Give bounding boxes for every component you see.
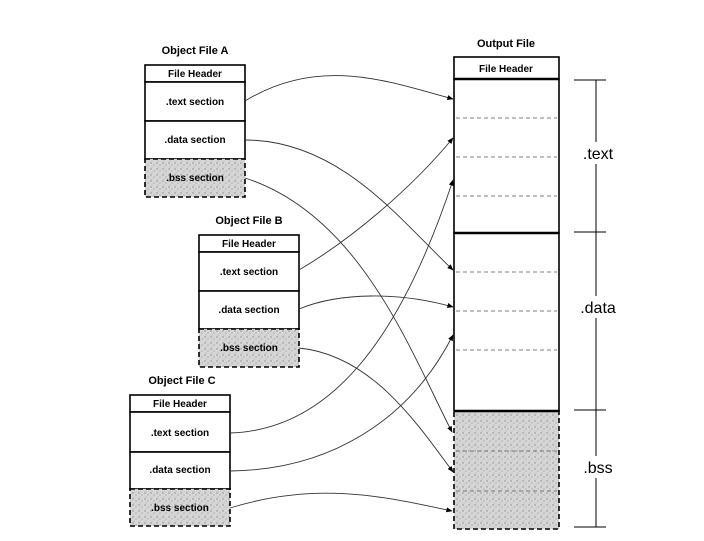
arrow-b-text: [298, 137, 454, 271]
object-file-c: Object File C File Header .text section …: [129, 375, 231, 527]
object-file-a-text-label: .text section: [166, 97, 224, 108]
object-file-b-bss-section: [198, 328, 300, 368]
object-file-c-title: Object File C: [148, 375, 215, 387]
data-bracket: [574, 232, 606, 411]
arrow-c-bss: [229, 492, 453, 513]
object-file-a: Object File A File Header .text section …: [144, 45, 246, 198]
arrow-b-bss: [298, 347, 454, 473]
segment-brackets: .text .data .bss: [574, 79, 620, 528]
object-file-b-data-label: .data section: [218, 305, 279, 316]
object-file-c-text-section: [129, 411, 231, 453]
object-file-b-text-label: .text section: [220, 267, 278, 278]
output-file-title: Output File: [477, 38, 535, 50]
object-file-c-data-label: .data section: [149, 465, 210, 476]
object-file-c-bss-label: .bss section: [151, 503, 209, 514]
arrow-c-text: [229, 179, 454, 434]
object-file-c-data-section: [129, 451, 231, 490]
object-file-a-data-label: .data section: [164, 135, 225, 146]
text-segment-label: .text: [583, 146, 614, 163]
output-file-header-label: File Header: [479, 64, 533, 75]
object-file-a-text-section: [144, 81, 246, 122]
object-file-c-header-label: File Header: [153, 399, 207, 410]
object-file-c-bss-section: [129, 488, 231, 527]
arrow-a-text: [244, 75, 454, 102]
object-file-a-bss-section: [144, 158, 246, 198]
bss-segment-label: .bss: [583, 460, 612, 477]
bss-bracket-gap: [580, 456, 620, 478]
output-file: Output File File Header: [453, 38, 560, 530]
object-file-b-bss-label: .bss section: [220, 343, 278, 354]
text-bracket-gap: [580, 142, 620, 164]
data-segment-label: .data: [580, 300, 616, 317]
data-bracket-gap: [578, 296, 620, 318]
arrow-b-data: [298, 295, 454, 310]
object-file-a-bss-label: .bss section: [166, 173, 224, 184]
output-text-segment: [453, 78, 560, 234]
connectors: [229, 75, 454, 513]
arrow-a-data: [244, 139, 454, 271]
output-data-segment: [453, 232, 560, 412]
arrow-a-bss: [244, 177, 453, 433]
output-bss-segment: [453, 410, 560, 530]
arrow-c-data: [229, 334, 454, 472]
object-file-b: Object File B File Header .text section …: [198, 215, 300, 368]
object-file-c-text-label: .text section: [151, 428, 209, 439]
object-file-a-header-label: File Header: [168, 69, 222, 80]
object-file-a-title: Object File A: [162, 45, 229, 57]
object-file-a-data-section: [144, 120, 246, 160]
object-file-b-header-label: File Header: [222, 239, 276, 250]
object-file-b-data-section: [198, 290, 300, 330]
object-file-b-title: Object File B: [215, 215, 282, 227]
